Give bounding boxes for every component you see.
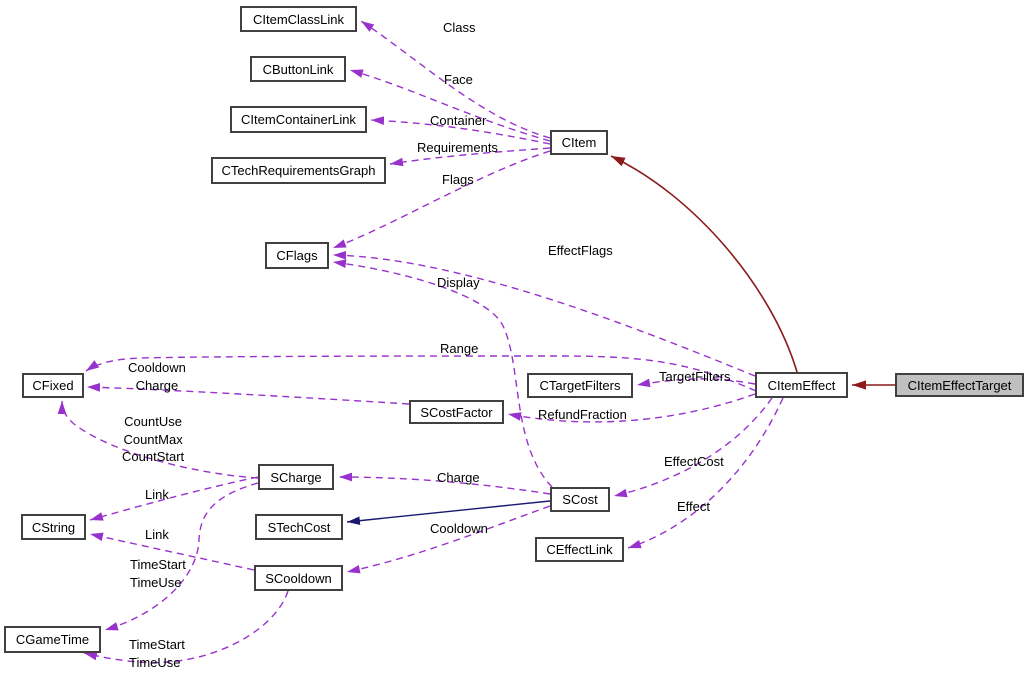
node-citem-effect-target[interactable]: CItemEffectTarget <box>895 373 1024 397</box>
edge-citemeffect-ceffectlink <box>627 397 784 549</box>
node-ceffect-link[interactable]: CEffectLink <box>535 537 624 562</box>
node-citem-class-link[interactable]: CItemClassLink <box>240 6 357 32</box>
edge-citemeffect-ctargetfilters <box>636 378 756 388</box>
node-stech-cost[interactable]: STechCost <box>255 514 343 540</box>
node-cbutton-link[interactable]: CButtonLink <box>250 56 346 82</box>
node-scost-factor[interactable]: SCostFactor <box>409 400 504 424</box>
edge-citem-cflags <box>332 150 551 249</box>
node-cstring[interactable]: CString <box>21 514 86 540</box>
edge-scostfactor-cfixed <box>86 383 410 405</box>
edge-scharge-cfixed <box>57 400 259 479</box>
node-citem-effect[interactable]: CItemEffect <box>755 372 848 398</box>
edge-scharge-cstring <box>89 476 259 521</box>
node-citem-container-link[interactable]: CItemContainerLink <box>230 106 367 133</box>
edge-citemeffect-cflags <box>332 250 756 377</box>
edge-citem-citemclasslink <box>360 20 551 139</box>
edge-scooldown-cstring <box>89 532 255 571</box>
edge-scost-cflags <box>332 259 553 488</box>
edge-citem-cbuttonlink <box>349 69 551 142</box>
node-cgame-time[interactable]: CGameTime <box>4 626 101 653</box>
edge-citem-citemcontainerlink <box>370 116 551 145</box>
edge-citem-ctechrequirementsgraph <box>389 147 551 167</box>
node-ctech-requirements-graph[interactable]: CTechRequirementsGraph <box>211 157 386 184</box>
edge-citemeffect-citem <box>610 155 798 373</box>
edge-scost-stechcost <box>346 500 551 525</box>
edge-scharge-cgametime <box>104 482 259 631</box>
node-cflags[interactable]: CFlags <box>265 242 329 269</box>
edge-citemeffect-scost <box>613 397 773 498</box>
node-citem[interactable]: CItem <box>550 130 608 155</box>
node-scooldown[interactable]: SCooldown <box>254 565 343 591</box>
edge-citemeffect-cfixed <box>85 355 757 392</box>
node-cfixed[interactable]: CFixed <box>22 373 84 398</box>
edge-citemeffect-scostfactor <box>507 393 756 423</box>
node-ctarget-filters[interactable]: CTargetFilters <box>527 373 633 398</box>
edge-scooldown-cgametime <box>83 590 289 664</box>
node-scost[interactable]: SCost <box>550 487 610 512</box>
node-scharge[interactable]: SCharge <box>258 464 334 490</box>
edge-scost-scharge <box>338 472 551 495</box>
edge-scost-scooldown <box>346 505 551 574</box>
